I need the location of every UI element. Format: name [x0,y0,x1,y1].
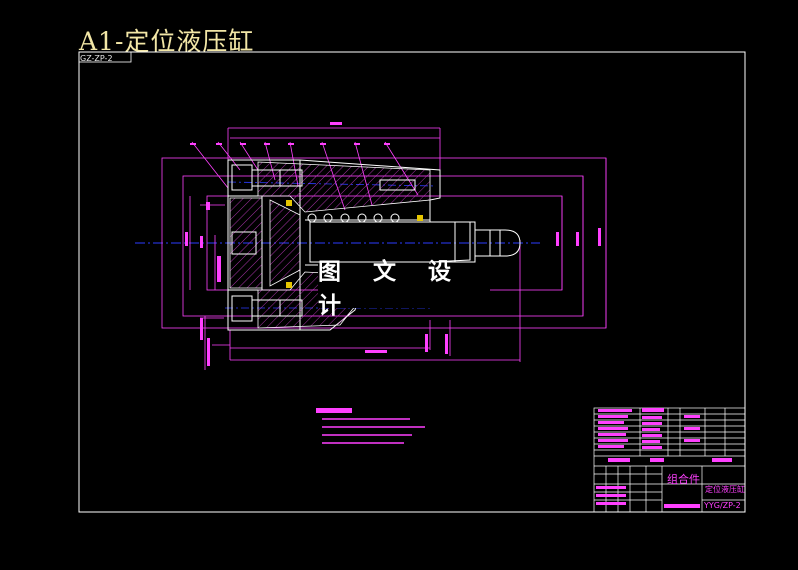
title-block-part-name: 定位液压缸 [705,485,745,494]
title-block-fills [596,408,732,508]
cap-screws [231,164,416,322]
dimension-marks [185,122,601,366]
code-tag-box [78,51,132,63]
watermark-banner: 图 文 设 计 [318,259,490,319]
title-block-grid [593,407,746,513]
title-block-assembly-label: 组合件 [667,473,700,486]
title-block-drawing-number: YYG/ZP-2 [704,501,741,510]
technical-notes-block [316,408,425,444]
drawing-code-tag: GZ-ZP-2 [80,54,113,63]
spring-coils [307,213,400,223]
seal-rings [286,200,423,288]
piston-rod [309,221,521,263]
drawing-frame [78,51,746,513]
drawing-title: A1-定位液压缸 [79,27,255,56]
dimension-lines [161,127,607,370]
